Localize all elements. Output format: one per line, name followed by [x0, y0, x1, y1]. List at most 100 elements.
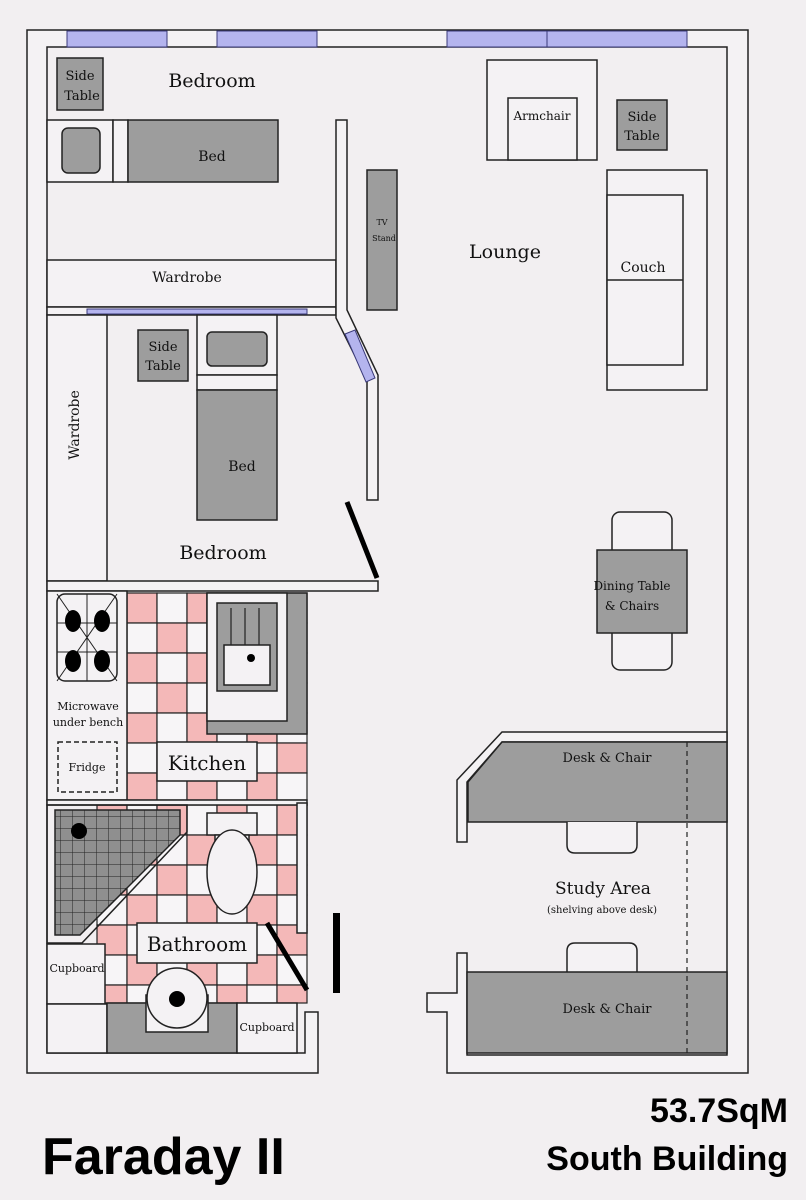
side-table	[616, 99, 668, 151]
floor-tile	[156, 894, 188, 926]
floor-tile	[126, 592, 158, 624]
kitchen: Microwave under bench Fridge Kitchen	[46, 590, 308, 806]
floor-tile	[156, 682, 188, 714]
plan-area: 53.7SqM	[650, 1092, 788, 1130]
exterior-walls	[26, 29, 749, 1074]
bed-label: Bed	[228, 459, 256, 475]
desk-chair	[566, 822, 638, 854]
fridge	[57, 741, 118, 793]
window	[66, 30, 168, 48]
side-table-label: Table	[145, 359, 181, 374]
side-table-label: Side	[627, 110, 656, 125]
floor-tile	[126, 894, 158, 926]
plan-building: South Building	[546, 1140, 788, 1178]
floor-tile	[156, 622, 188, 654]
desk-chair	[566, 942, 638, 972]
window	[344, 329, 376, 383]
side-table	[137, 329, 189, 382]
side-table-label: Side	[65, 69, 94, 84]
bathroom-label-box	[136, 922, 258, 964]
plan-title: Faraday II	[42, 1128, 285, 1186]
burner-icon	[94, 610, 110, 632]
floor-tile	[126, 622, 158, 654]
side-table-label: Table	[624, 129, 660, 144]
room-label-bathroom: Bathroom	[147, 932, 247, 956]
tv-stand-label: TV	[376, 218, 387, 227]
dining-table-label: Dining Table	[593, 579, 670, 593]
floor-tile	[126, 682, 158, 714]
door[interactable]	[344, 501, 380, 579]
bedroom-1: Side Table Bedroom Bed Wardrobe	[46, 57, 379, 501]
floor-tile	[246, 894, 278, 926]
desk	[467, 741, 728, 823]
burner-icon	[94, 650, 110, 672]
drain-icon	[169, 991, 185, 1007]
floor-tile	[126, 652, 158, 684]
armchair-label: Armchair	[513, 109, 571, 123]
floor-tile	[276, 772, 308, 801]
dining-table-label: & Chairs	[605, 599, 659, 613]
floor-tile	[276, 742, 308, 774]
pillow	[61, 127, 101, 174]
desk-label: Desk & Chair	[563, 751, 653, 766]
room-label-study: Study Area	[555, 879, 651, 899]
floor-tile	[156, 592, 188, 624]
floor-tile	[156, 652, 188, 684]
room-label-bedroom: Bedroom	[179, 542, 266, 564]
burner-icon	[65, 650, 81, 672]
kitchen-label-box	[156, 741, 258, 782]
window	[216, 30, 318, 48]
cupboard-label: Cupboard	[239, 1021, 294, 1034]
wardrobe	[46, 314, 108, 582]
fridge-label: Fridge	[68, 761, 105, 774]
wardrobe-label: Wardrobe	[152, 270, 222, 286]
floor-tile	[246, 984, 278, 1004]
study-note: (shelving above desk)	[547, 905, 657, 916]
floor-tile	[156, 864, 188, 896]
cupboard-label: Cupboard	[49, 962, 104, 975]
floor-tile	[156, 712, 188, 744]
wardrobe	[46, 259, 337, 308]
shower	[54, 809, 181, 936]
burner-icon	[65, 610, 81, 632]
tv-stand	[366, 169, 398, 311]
partition-wall	[335, 119, 379, 501]
floor-tile	[276, 984, 308, 1004]
dining-table	[596, 549, 688, 634]
floor-tile	[216, 984, 248, 1004]
window	[546, 30, 688, 48]
cupboard	[46, 943, 106, 1005]
shower-drain-icon	[71, 823, 87, 839]
window	[446, 30, 548, 48]
wardrobe-label: Wardrobe	[67, 390, 83, 460]
lounge: TV Stand Lounge Armchair Side Table Couc…	[366, 59, 708, 671]
window	[86, 308, 308, 315]
desk	[466, 971, 728, 1054]
bathroom: Bathroom Cupboard Cupboard	[46, 802, 340, 1054]
room-label-kitchen: Kitchen	[168, 751, 246, 775]
room-label-bedroom: Bedroom	[168, 70, 255, 92]
room-label-lounge: Lounge	[469, 241, 541, 263]
floor-tile	[126, 742, 158, 774]
bed-label: Bed	[198, 149, 226, 165]
microwave-label: under bench	[53, 716, 123, 729]
desk-label: Desk & Chair	[563, 1002, 653, 1017]
floor-tile	[126, 712, 158, 744]
couch-label: Couch	[620, 260, 665, 276]
door-jamb	[333, 913, 340, 993]
pillow	[206, 331, 268, 367]
side-table	[56, 57, 104, 111]
side-table-label: Side	[148, 340, 177, 355]
side-table-label: Table	[64, 89, 100, 104]
drain-icon	[247, 654, 255, 662]
windows	[66, 30, 688, 48]
door[interactable]	[264, 921, 310, 992]
tv-stand-label: Stand	[372, 234, 396, 243]
bed	[127, 119, 279, 183]
study-area: Desk & Chair Study Area (shelving above …	[456, 731, 728, 1054]
microwave-label: Microwave	[57, 700, 119, 713]
floor-tile	[126, 772, 158, 801]
bed	[196, 389, 278, 521]
